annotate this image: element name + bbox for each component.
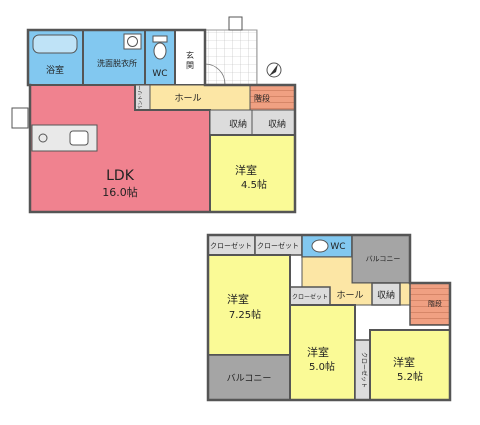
balcony-bottom xyxy=(207,354,291,401)
closet-2f-center-label: クローゼット xyxy=(292,293,328,301)
storage-1f-right-label: 収納 xyxy=(268,118,286,130)
wc-2f-label: WC xyxy=(330,242,345,252)
storage-2f-label: 収納 xyxy=(377,289,395,301)
bedroom-2f-right-label: 洋室 xyxy=(393,355,415,369)
bedroom-2f-large-label: 洋室 xyxy=(227,292,249,306)
stove-burner-icon xyxy=(38,133,48,143)
outdoor-unit xyxy=(11,107,29,129)
hall-2f-label: ホール xyxy=(336,290,363,301)
bedroom-2f-mid-size: 5.0帖 xyxy=(309,360,335,373)
wc-label: WC xyxy=(152,69,167,79)
sink-icon xyxy=(69,130,89,146)
bedroom-1f-size-label: 4.5帖 xyxy=(241,178,267,191)
closet-2f-vertical-label: クローゼット xyxy=(360,352,368,388)
bedroom-2f-right-size: 5.2帖 xyxy=(397,370,423,383)
storage-1f-left-label: 収納 xyxy=(229,118,247,130)
gate-post xyxy=(228,16,243,31)
porch xyxy=(204,29,258,86)
second-floor: クローゼット クローゼット WC バルコニー ホール クローゼット 収納 階段 … xyxy=(206,233,452,402)
second-floor-outer-wall xyxy=(206,233,452,402)
ldk-size-label: 16.0帖 xyxy=(102,186,138,199)
balcony-bottom-label: バルコニー xyxy=(227,373,272,384)
entrance-label-2: 関 xyxy=(186,61,194,70)
toilet-2f-icon xyxy=(311,239,329,253)
closet-2f-1-label: クローゼット xyxy=(210,241,252,250)
stairs-2f-label: 階段 xyxy=(428,299,442,308)
pantry-label: パントリー xyxy=(138,85,144,110)
entrance-label-1: 玄 xyxy=(186,50,194,60)
bedroom-2f-large xyxy=(207,254,291,356)
stairs-1f-label: 階段 xyxy=(254,93,270,103)
storage-2f xyxy=(371,282,401,306)
hall-1f-label: ホール xyxy=(174,93,201,104)
washing-machine-drum-icon xyxy=(127,36,138,47)
washing-machine-icon xyxy=(123,33,142,50)
first-floor-outer-wall xyxy=(26,28,297,214)
storage-1f-left xyxy=(209,109,253,136)
washroom-label: 洗面脱衣所 xyxy=(97,58,137,68)
bedroom-1f-label: 洋室 xyxy=(235,163,257,177)
bedroom-1f xyxy=(209,134,296,213)
bedroom-2f-large-size: 7.25帖 xyxy=(229,308,261,321)
toilet-icon xyxy=(153,42,167,60)
bathtub-icon xyxy=(32,34,78,54)
ldk-label: LDK xyxy=(106,168,135,184)
toilet-tank-icon xyxy=(152,35,168,43)
first-floor: 浴室 洗面脱衣所 WC 玄 関 ホール パントリー 階段 xyxy=(11,16,297,214)
balcony-top-label: バルコニー xyxy=(366,255,401,263)
bedroom-2f-mid-label: 洋室 xyxy=(307,345,329,359)
bath-label: 浴室 xyxy=(46,64,64,76)
north-arrow-icon xyxy=(266,62,282,78)
closet-2f-2-label: クローゼット xyxy=(257,241,299,250)
